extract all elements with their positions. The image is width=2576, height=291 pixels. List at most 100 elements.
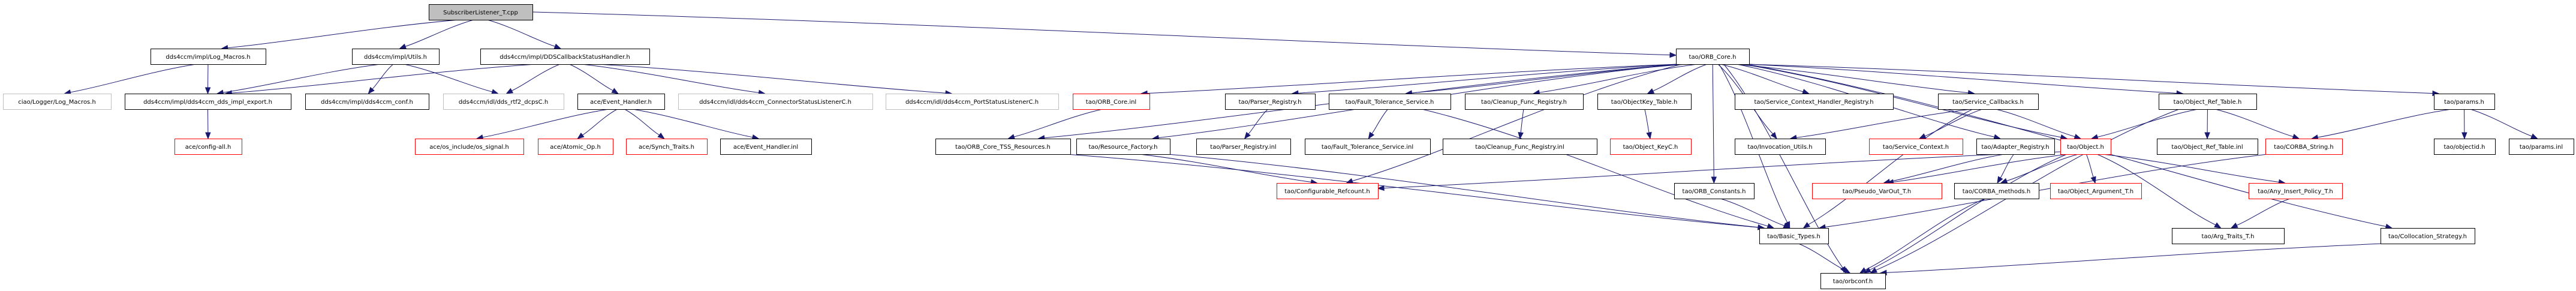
edge-tao-service-callbacks-h-to-tao-invocation-utils-h [1789, 109, 1972, 140]
node-tao-objectid-h[interactable]: tao/objectid.h [2434, 139, 2496, 155]
edge-tao-object-h-to-tao-pseudo-varout-t-h [1886, 154, 2069, 185]
edge-line [624, 109, 660, 136]
edge-line [582, 64, 759, 93]
node-box [1820, 273, 1886, 289]
node-box [1976, 139, 2055, 155]
edge-tao-object-ref-table-h-to-tao-object-h [2090, 109, 2198, 140]
node-tao-cleanup-func-registry-h[interactable]: tao/Cleanup_Func_Registry.h [1465, 94, 1584, 110]
node-label: tao/Object_KeyC.h [1623, 144, 1678, 151]
edge-line [2236, 198, 2291, 226]
node-box [2060, 139, 2111, 155]
edge-line [1653, 64, 1708, 92]
node-tao-orb-core-tss-resources-h[interactable]: tao/ORB_Core_TSS_Resources.h [935, 139, 1071, 155]
arrowhead-icon [1918, 133, 1927, 139]
node-box [2509, 139, 2574, 155]
node-label: ace/config-all.h [185, 144, 231, 151]
node-tao-object-ref-table-h[interactable]: tao/Object_Ref_Table.h [2159, 94, 2257, 110]
node-box [1329, 94, 1451, 110]
node-ace-atomic-op-h[interactable]: ace/Atomic_Op.h [538, 139, 613, 155]
node-dds4ccm-impl-log-macros-h[interactable]: dds4ccm/impl/Log_Macros.h [151, 49, 266, 65]
arrowhead-icon [2292, 134, 2300, 139]
edge-tao-basic-types-h-to-tao-orbconf-h [1798, 243, 1851, 274]
node-tao-fault-tolerance-service-inl[interactable]: tao/Fault_Tolerance_Service.inl [1305, 139, 1431, 155]
node-label: tao/Any_Insert_Policy_T.h [2258, 188, 2333, 195]
node-tao-arg-traits-t-h[interactable]: tao/Arg_Traits_T.h [2172, 228, 2285, 244]
arrowhead-icon [1783, 223, 1791, 229]
node-subscriberlistener-t-cpp[interactable]: SubscriberListener_T.cpp [429, 4, 533, 20]
node-tao-orb-constants-h[interactable]: tao/ORB_Constants.h [1674, 183, 1755, 199]
node-tao-resource-factory-h[interactable]: tao/Resource_Factory.h [1076, 139, 1170, 155]
node-tao-collocation-strategy-h[interactable]: tao/Collocation_Strategy.h [2381, 228, 2475, 244]
edge-line [482, 109, 609, 138]
edge-dds4ccm-impl-ddscallbackstatushandler-h-to-dds4ccm-idl-dds4ccm-portstatuslistenerc-h [597, 64, 953, 96]
node-label: dds4ccm/idl/dds4ccm_PortStatusListenerC.… [905, 99, 1039, 106]
node-tao-parser-registry-h[interactable]: tao/Parser_Registry.h [1225, 94, 1316, 110]
node-tao-pseudo-varout-t-h[interactable]: tao/Pseudo_VarOut_T.h [1812, 183, 1942, 199]
edge-line [1147, 64, 1679, 94]
node-tao-orbconf-h[interactable]: tao/orbconf.h [1820, 273, 1886, 289]
node-tao-params-h[interactable]: tao/params.h [2434, 94, 2495, 110]
node-tao-service-context-h[interactable]: tao/Service_Context.h [1869, 139, 1963, 155]
node-tao-any-insert-policy-t-h[interactable]: tao/Any_Insert_Policy_T.h [2249, 183, 2343, 199]
node-label: dds4ccm/impl/dds4ccm_conf.h [321, 99, 413, 106]
node-ace-event-handler-h[interactable]: ace/Event_Handler.h [577, 94, 665, 110]
edge-tao-orb-constants-h-to-tao-basic-types-h [1720, 198, 1791, 229]
node-tao-service-context-handler-registry-h[interactable]: tao/Service_Context_Handler_Registry.h [1735, 94, 1894, 110]
node-box [1735, 139, 1826, 155]
node-tao-orb-core-h[interactable]: tao/ORB_Core.h [1676, 49, 1750, 65]
node-tao-invocation-utils-h[interactable]: tao/Invocation_Utils.h [1735, 139, 1826, 155]
node-tao-configurable-refcount-h[interactable]: tao/Configurable_Refcount.h [1277, 183, 1379, 199]
arrowhead-icon [611, 88, 619, 94]
node-dds4ccm-impl-dds4ccm-dds-impl-export-h[interactable]: dds4ccm/impl/dds4ccm_dds_impl_export.h [125, 94, 291, 110]
node-label: tao/Cleanup_Func_Registry.inl [1475, 144, 1564, 151]
node-label: tao/ObjectKey_Table.h [1611, 99, 1678, 106]
edge-line [1720, 64, 1804, 92]
node-ace-synch-traits-h[interactable]: ace/Synch_Traits.h [626, 139, 708, 155]
edge-line [1712, 64, 1714, 178]
node-tao-parser-registry-inl[interactable]: tao/Parser_Registry.inl [1196, 139, 1291, 155]
edge-tao-orb-core-inl-to-tao-orb-core-tss-resources-h [1007, 109, 1103, 140]
edge-tao-service-callbacks-h-to-tao-service-context-h [1918, 109, 1983, 139]
edge-tao-any-insert-policy-t-h-to-tao-arg-traits-t-h [2230, 198, 2291, 229]
node-tao-adapter-registry-h[interactable]: tao/Adapter_Registry.h [1976, 139, 2055, 155]
node-ace-os-include-os-signal-h[interactable]: ace/os_include/os_signal.h [415, 139, 524, 155]
edge-tao-object-h-to-tao-any-insert-policy-t-h [2102, 154, 2286, 185]
node-dds4ccm-impl-ddscallbackstatushandler-h[interactable]: dds4ccm/impl/DDSCallbackStatusHandler.h [480, 49, 650, 65]
node-box [1735, 94, 1894, 110]
node-box [480, 49, 650, 65]
node-dds4ccm-impl-dds4ccm-conf-h[interactable]: dds4ccm/impl/dds4ccm_conf.h [305, 94, 429, 110]
node-label: ace/Event_Handler.inl [733, 144, 798, 151]
node-label: ace/Synch_Traits.h [639, 144, 694, 151]
edge-ace-event-handler-h-to-ace-event-handler-inl [632, 109, 760, 140]
edge-line [1013, 109, 1103, 137]
arrowhead-icon [1767, 223, 1775, 229]
edge-line [1371, 109, 1388, 134]
edge-tao-collocation-strategy-h-to-tao-orbconf-h [1879, 243, 2384, 276]
node-ace-config-all-h[interactable]: ace/config-all.h [174, 139, 242, 155]
node-tao-object-h[interactable]: tao/Object.h [2060, 139, 2111, 155]
node-box [1676, 49, 1750, 65]
node-box [2159, 94, 2257, 110]
node-label: tao/Service_Callbacks.h [1952, 99, 2024, 106]
node-dds4ccm-impl-utils-h[interactable]: dds4ccm/impl/Utils.h [352, 49, 440, 65]
node-tao-fault-tolerance-service-h[interactable]: tao/Fault_Tolerance_Service.h [1329, 94, 1451, 110]
node-tao-orb-core-inl[interactable]: tao/ORB_Core.inl [1073, 94, 1150, 110]
edge-tao-orb-core-tss-resources-h-to-tao-basic-types-h [1066, 154, 1765, 230]
node-tao-corba-string-h[interactable]: tao/CORBA_String.h [2265, 139, 2343, 155]
node-label: tao/Object_Ref_Table.h [2174, 99, 2242, 106]
node-tao-objectkey-table-h[interactable]: tao/ObjectKey_Table.h [1597, 94, 1692, 110]
edge-line [1734, 64, 1969, 94]
node-ace-event-handler-inl[interactable]: ace/Event_Handler.inl [720, 139, 812, 155]
node-tao-basic-types-h[interactable]: tao/Basic_Types.h [1759, 228, 1829, 244]
edge-tao-fault-tolerance-service-h-to-tao-basic-types-h [1422, 109, 1775, 229]
node-tao-corba-methods-h[interactable]: tao/CORBA_methods.h [1954, 183, 2039, 199]
node-tao-object-argument-t-h[interactable]: tao/Object_Argument_T.h [2050, 183, 2142, 199]
node-tao-object-ref-table-inl[interactable]: tao/Object_Ref_Table.inl [2157, 139, 2258, 155]
node-tao-object-keyc-h[interactable]: tao/Object_KeyC.h [1610, 139, 1692, 155]
node-tao-params-inl[interactable]: tao/params.inl [2509, 139, 2574, 155]
node-box [174, 139, 242, 155]
edge-line [532, 11, 1671, 56]
node-tao-service-callbacks-h[interactable]: tao/Service_Callbacks.h [1938, 94, 2039, 110]
arrowhead-icon [1802, 222, 1811, 229]
node-tao-cleanup-func-registry-inl[interactable]: tao/Cleanup_Func_Registry.inl [1443, 139, 1597, 155]
